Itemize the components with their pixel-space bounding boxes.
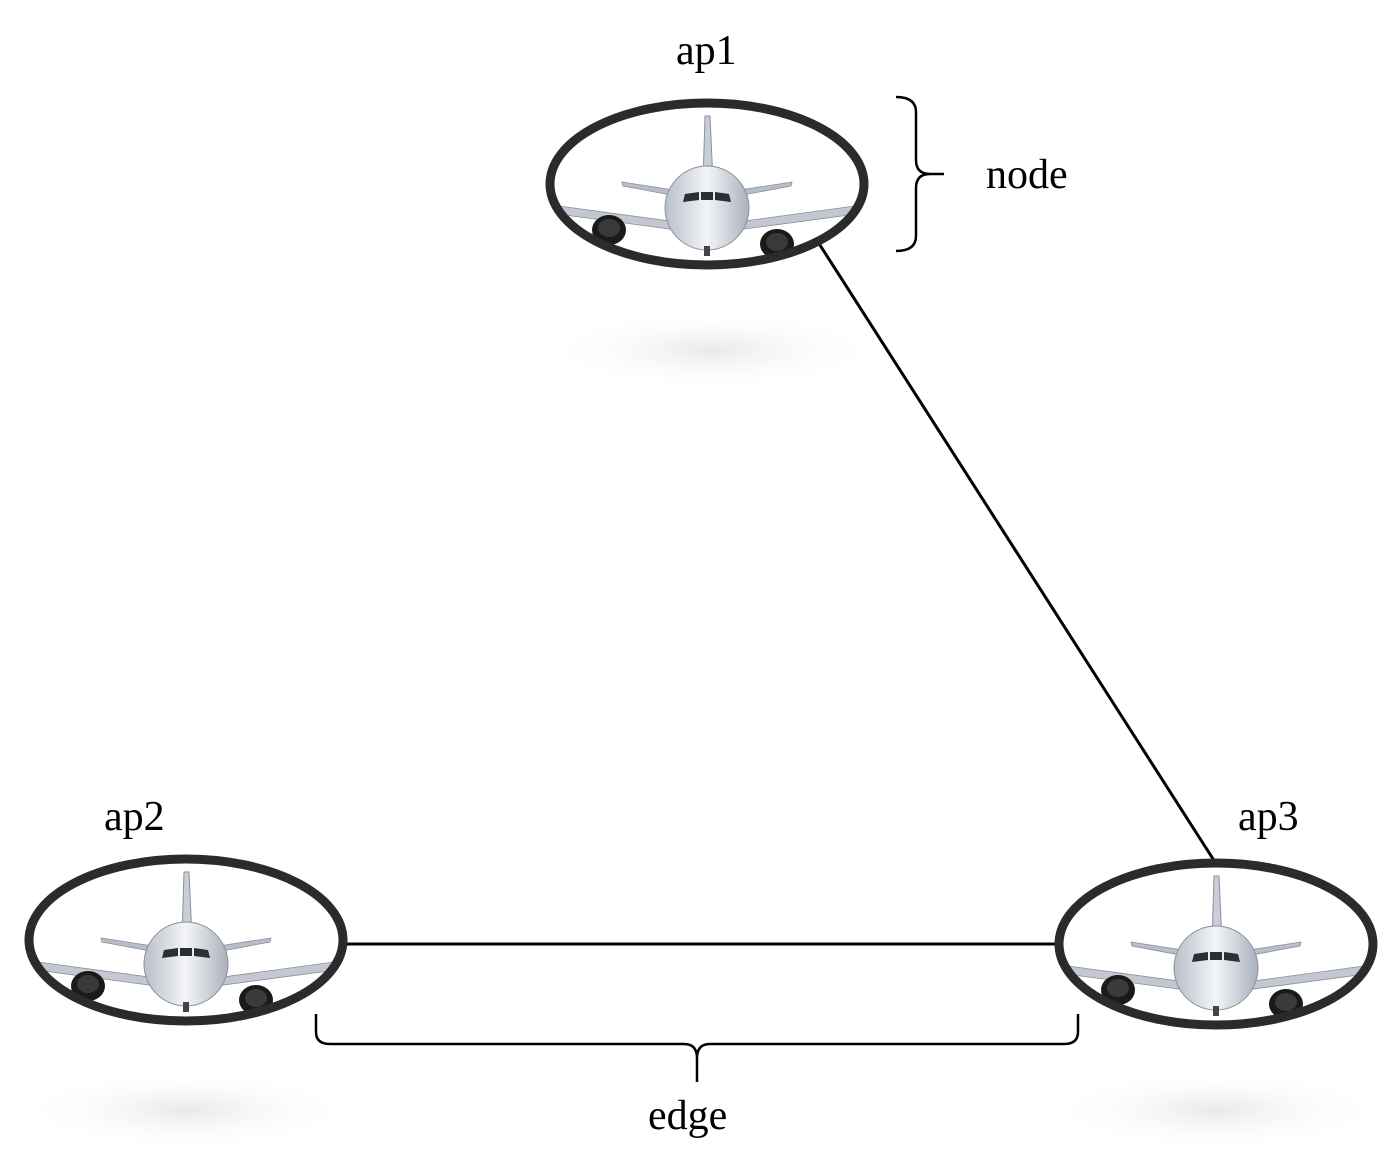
node-ring <box>1054 858 1378 1030</box>
shadow-ap2 <box>16 1070 356 1150</box>
edge-ap1-ap3 <box>816 241 1217 863</box>
node-ap2 <box>24 854 348 1026</box>
node-label-ap3: ap3 <box>1238 794 1299 840</box>
node-brace <box>895 95 944 253</box>
node-ring <box>545 98 869 270</box>
node-ap1 <box>545 98 869 270</box>
shadow-ap3 <box>1046 1070 1386 1150</box>
node-annotation-label: node <box>986 152 1068 198</box>
node-ap3 <box>1054 858 1378 1030</box>
shadow-ap1 <box>542 310 882 390</box>
edge-brace <box>314 1014 1080 1082</box>
node-ring <box>24 854 348 1026</box>
edge-annotation-label: edge <box>648 1093 728 1139</box>
node-label-ap1: ap1 <box>676 28 737 74</box>
node-label-ap2: ap2 <box>104 794 165 840</box>
